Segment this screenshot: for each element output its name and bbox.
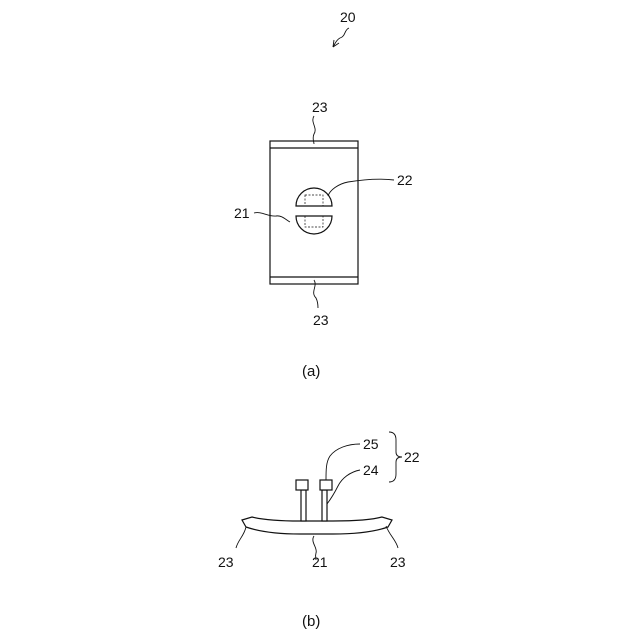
- figure-number-label: 20: [340, 9, 356, 25]
- label-23-right: 23: [390, 554, 406, 570]
- label-23-left: 23: [218, 554, 234, 570]
- label-23-top: 23: [312, 99, 328, 115]
- clip-leg-left: [301, 490, 306, 521]
- leader-top-23: [313, 116, 315, 144]
- caption-a: (a): [302, 363, 320, 380]
- clip-head-left: [296, 480, 308, 490]
- label-21-side: 21: [312, 554, 328, 570]
- label-22-group: 22: [404, 449, 420, 465]
- label-23-bottom: 23: [313, 312, 329, 328]
- figure-number-arrow: [333, 28, 349, 47]
- leader-25: [326, 444, 360, 480]
- label-25: 25: [363, 436, 379, 452]
- view-b: 25 24 22 23 21 23 (b): [218, 432, 420, 630]
- leader-23-left: [236, 527, 246, 548]
- clip-head-right: [320, 480, 332, 490]
- label-24: 24: [363, 462, 379, 478]
- view-a: 23 23 21 22 (a): [234, 99, 413, 380]
- figure-number-arrowhead: [333, 40, 339, 47]
- base-plate-side-view: [242, 517, 392, 534]
- caption-b: (b): [302, 613, 320, 630]
- base-plate-top-view: [270, 141, 358, 284]
- clip-leg-right: [322, 490, 327, 521]
- leader-23-right: [386, 526, 398, 548]
- group-brace: [389, 432, 402, 482]
- label-22: 22: [397, 172, 413, 188]
- label-21: 21: [234, 205, 250, 221]
